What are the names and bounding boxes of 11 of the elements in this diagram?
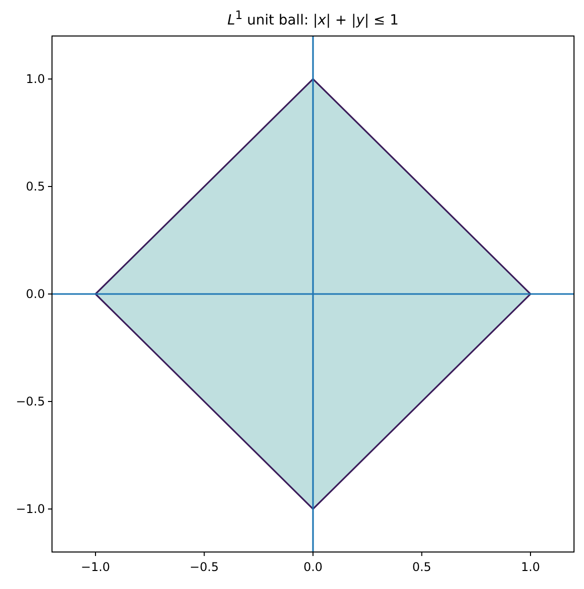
y-tick-label: −0.5 [16, 394, 45, 408]
chart-title: L$^{1}$ unit ball: |x| + |y| ≤ 1 [226, 8, 400, 29]
y-tick-label: −1.0 [16, 502, 45, 516]
x-tick-label: 0.5 [412, 560, 432, 574]
x-tick-label: −0.5 [190, 560, 219, 574]
y-tick-label: 1.0 [26, 72, 45, 86]
y-tick-label: 0.0 [26, 287, 45, 301]
y-tick-label: 0.5 [26, 180, 45, 194]
x-tick-label: 0.0 [303, 560, 323, 574]
x-tick-label: −1.0 [80, 560, 110, 574]
x-tick-label: 1.0 [520, 560, 540, 574]
